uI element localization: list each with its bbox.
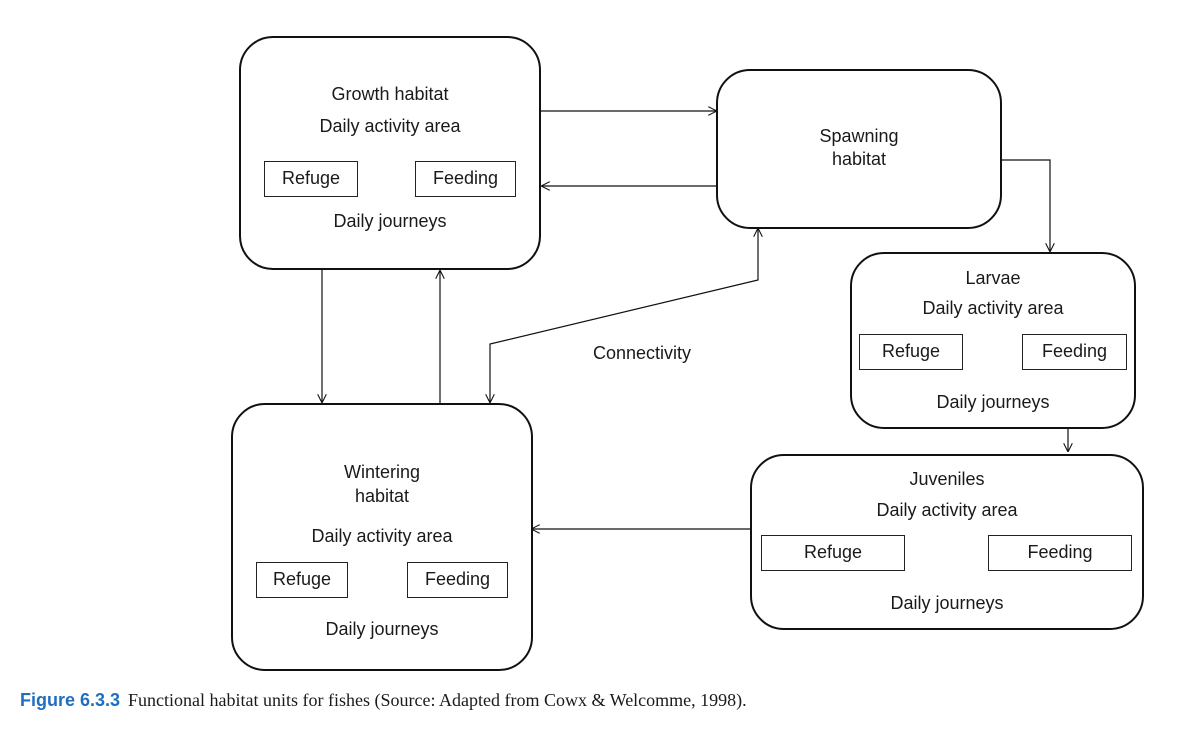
juveniles-title: Juveniles (909, 469, 985, 489)
arrow-spawning-to-larvae (1001, 159, 1050, 251)
larvae-feeding-box: Feeding (1022, 334, 1127, 370)
larvae-refuge-box: Refuge (859, 334, 963, 370)
wintering-refuge-box: Refuge (256, 562, 348, 598)
growth-feeding-box: Feeding (415, 161, 516, 197)
growth-activity-area: Daily activity area (319, 116, 461, 136)
larvae-activity-area: Daily activity area (922, 298, 1064, 318)
juveniles-activity-area: Daily activity area (876, 500, 1018, 520)
wintering-feeding-box: Feeding (407, 562, 508, 598)
connectivity-label: Connectivity (593, 343, 692, 363)
juveniles-daily-journeys: Daily journeys (890, 593, 1004, 613)
growth-habitat-box (239, 36, 541, 270)
figure-caption-text: Functional habitat units for fishes (Sou… (128, 690, 747, 710)
juveniles-refuge-box: Refuge (761, 535, 905, 571)
wintering-habitat-line1: Wintering (343, 462, 421, 482)
wintering-activity-area: Daily activity area (311, 526, 453, 546)
wintering-habitat-line2: habitat (354, 486, 410, 506)
growth-daily-journeys: Daily journeys (333, 211, 447, 231)
wintering-daily-journeys: Daily journeys (325, 619, 439, 639)
spawning-habitat-box (716, 69, 1002, 229)
growth-habitat-title: Growth habitat (331, 84, 449, 104)
wintering-habitat-box (231, 403, 533, 671)
figure-number: Figure 6.3.3 (20, 690, 121, 710)
arrow-connectivity (490, 229, 758, 402)
spawning-habitat-line2: habitat (831, 149, 887, 169)
growth-refuge-box: Refuge (264, 161, 358, 197)
juveniles-feeding-box: Feeding (988, 535, 1132, 571)
larvae-daily-journeys: Daily journeys (936, 392, 1050, 412)
larvae-title: Larvae (965, 268, 1021, 288)
figure-caption: Figure 6.3.3 Functional habitat units for… (20, 690, 747, 711)
spawning-habitat-line1: Spawning (819, 126, 899, 146)
